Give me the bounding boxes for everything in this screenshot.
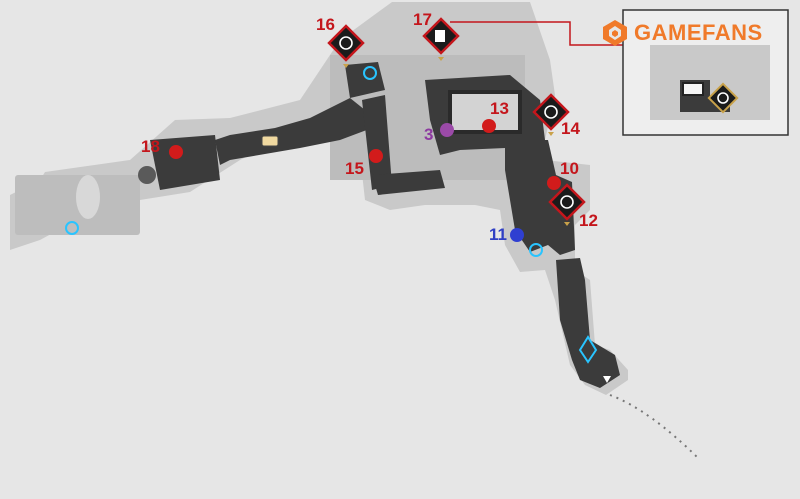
locked-gate-icon[interactable] — [578, 335, 598, 364]
exit-dotted-path — [609, 394, 701, 461]
inset-chest-icon — [707, 82, 739, 114]
dot-11[interactable] — [510, 228, 524, 242]
dot-10[interactable] — [547, 176, 561, 190]
marker-label-14: 14 — [561, 119, 580, 138]
marker-label-10: 10 — [560, 159, 579, 178]
gamefans-logo-icon — [603, 20, 627, 46]
marker-label-15: 15 — [345, 159, 364, 178]
west-wing — [15, 166, 156, 235]
red-dots — [169, 119, 561, 190]
south-corridor — [362, 95, 392, 190]
connector-corridor — [372, 170, 445, 195]
chest-marker-12[interactable] — [548, 183, 586, 226]
treasure-chest-icon — [339, 36, 353, 50]
dot-18[interactable] — [169, 145, 183, 159]
exit-arrow-icon[interactable] — [603, 376, 611, 383]
cyan-icons — [65, 66, 598, 364]
marker-label-17: 17 — [413, 10, 432, 29]
chest-marker-14[interactable] — [532, 93, 570, 136]
dot-13[interactable] — [482, 119, 496, 133]
space-anchor-icon[interactable] — [529, 243, 543, 257]
space-anchor-icon[interactable] — [363, 66, 377, 80]
marker-label-13: 13 — [490, 99, 509, 118]
door-icon — [435, 30, 445, 42]
west-corridor — [215, 98, 372, 165]
marker-label-3: 3 — [424, 125, 434, 144]
treasure-chest-icon — [560, 195, 574, 209]
marker-label-18: 18 — [141, 137, 160, 156]
treasure-chest-icon — [544, 105, 558, 119]
door-marker-17[interactable] — [422, 17, 460, 61]
southeast-room — [505, 140, 575, 255]
inner-block — [448, 90, 522, 134]
brand-name: GAMEFANS — [634, 20, 763, 45]
crafting-table-icon[interactable] — [261, 135, 279, 147]
chest-marker-16[interactable] — [327, 24, 365, 68]
south-hall — [556, 258, 620, 388]
inset-map — [622, 9, 789, 136]
gate-node — [138, 166, 156, 184]
inset-connector-line — [450, 21, 640, 46]
west-room — [150, 135, 220, 190]
marker-label-16: 16 — [316, 15, 335, 34]
west-wing-pillar — [76, 175, 100, 219]
brand-watermark: GAMEFANS — [600, 18, 763, 48]
dot-3[interactable] — [440, 123, 454, 137]
dot-15[interactable] — [369, 149, 383, 163]
inset-door — [682, 82, 704, 96]
marker-label-11: 11 — [489, 225, 507, 244]
teleporter-icon[interactable] — [65, 221, 79, 235]
marker-label-12: 12 — [579, 211, 598, 230]
inset-chest-mark — [717, 92, 729, 104]
